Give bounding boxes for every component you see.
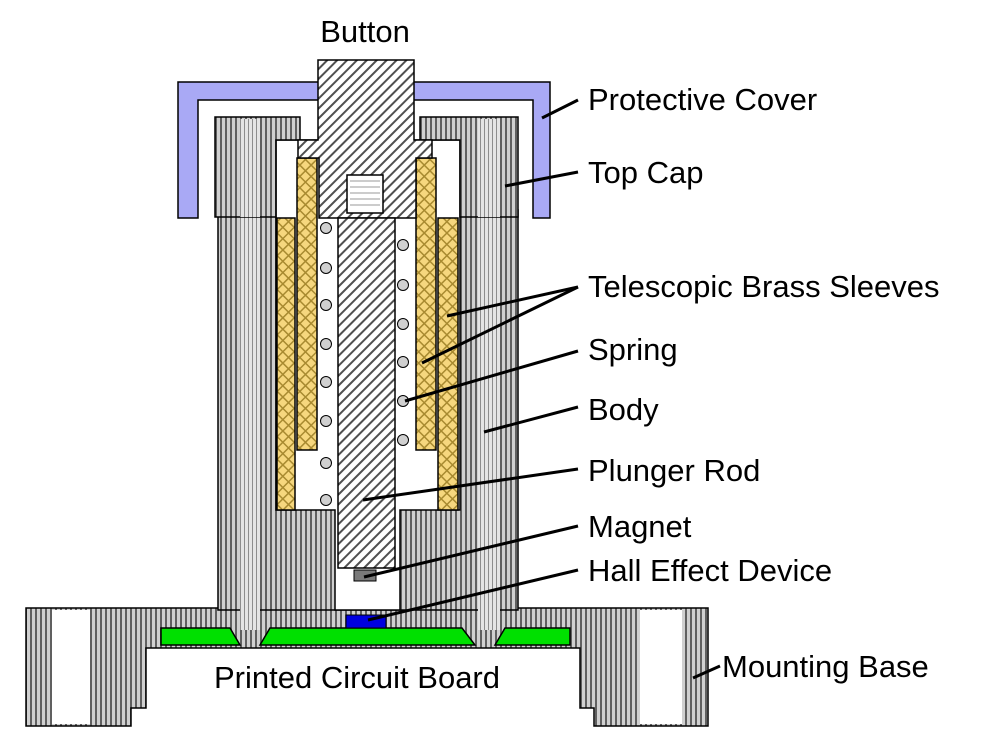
inner-sleeve-right [415, 157, 437, 451]
label-brass-sleeves: Telescopic Brass Sleeves [588, 269, 940, 304]
outer-sleeve-left [276, 217, 296, 511]
printed-circuit-board [160, 627, 571, 646]
screw-left [240, 120, 260, 630]
leader-lines [362, 98, 721, 680]
label-top-cap: Top Cap [588, 155, 703, 190]
mounting-hole-left [52, 610, 90, 724]
label-pcb: Printed Circuit Board [214, 660, 500, 695]
mounting-hole-right [640, 610, 682, 724]
label-plunger-rod: Plunger Rod [588, 453, 760, 488]
protective-cover [177, 81, 551, 219]
outer-sleeve-right [437, 217, 459, 511]
label-magnet: Magnet [588, 509, 692, 544]
inner-sleeve-left [296, 157, 318, 451]
label-hall-effect: Hall Effect Device [588, 553, 832, 588]
label-protective-cover: Protective Cover [588, 82, 817, 117]
label-mounting-base: Mounting Base [722, 649, 929, 684]
label-button: Button [320, 14, 410, 49]
brass-sleeves [276, 157, 459, 511]
top-cap [214, 116, 519, 218]
button [297, 59, 433, 219]
screw-right [478, 120, 500, 630]
label-spring: Spring [588, 332, 678, 367]
plunger-rod [337, 217, 396, 569]
label-body: Body [588, 392, 659, 427]
spring [320, 222, 409, 506]
